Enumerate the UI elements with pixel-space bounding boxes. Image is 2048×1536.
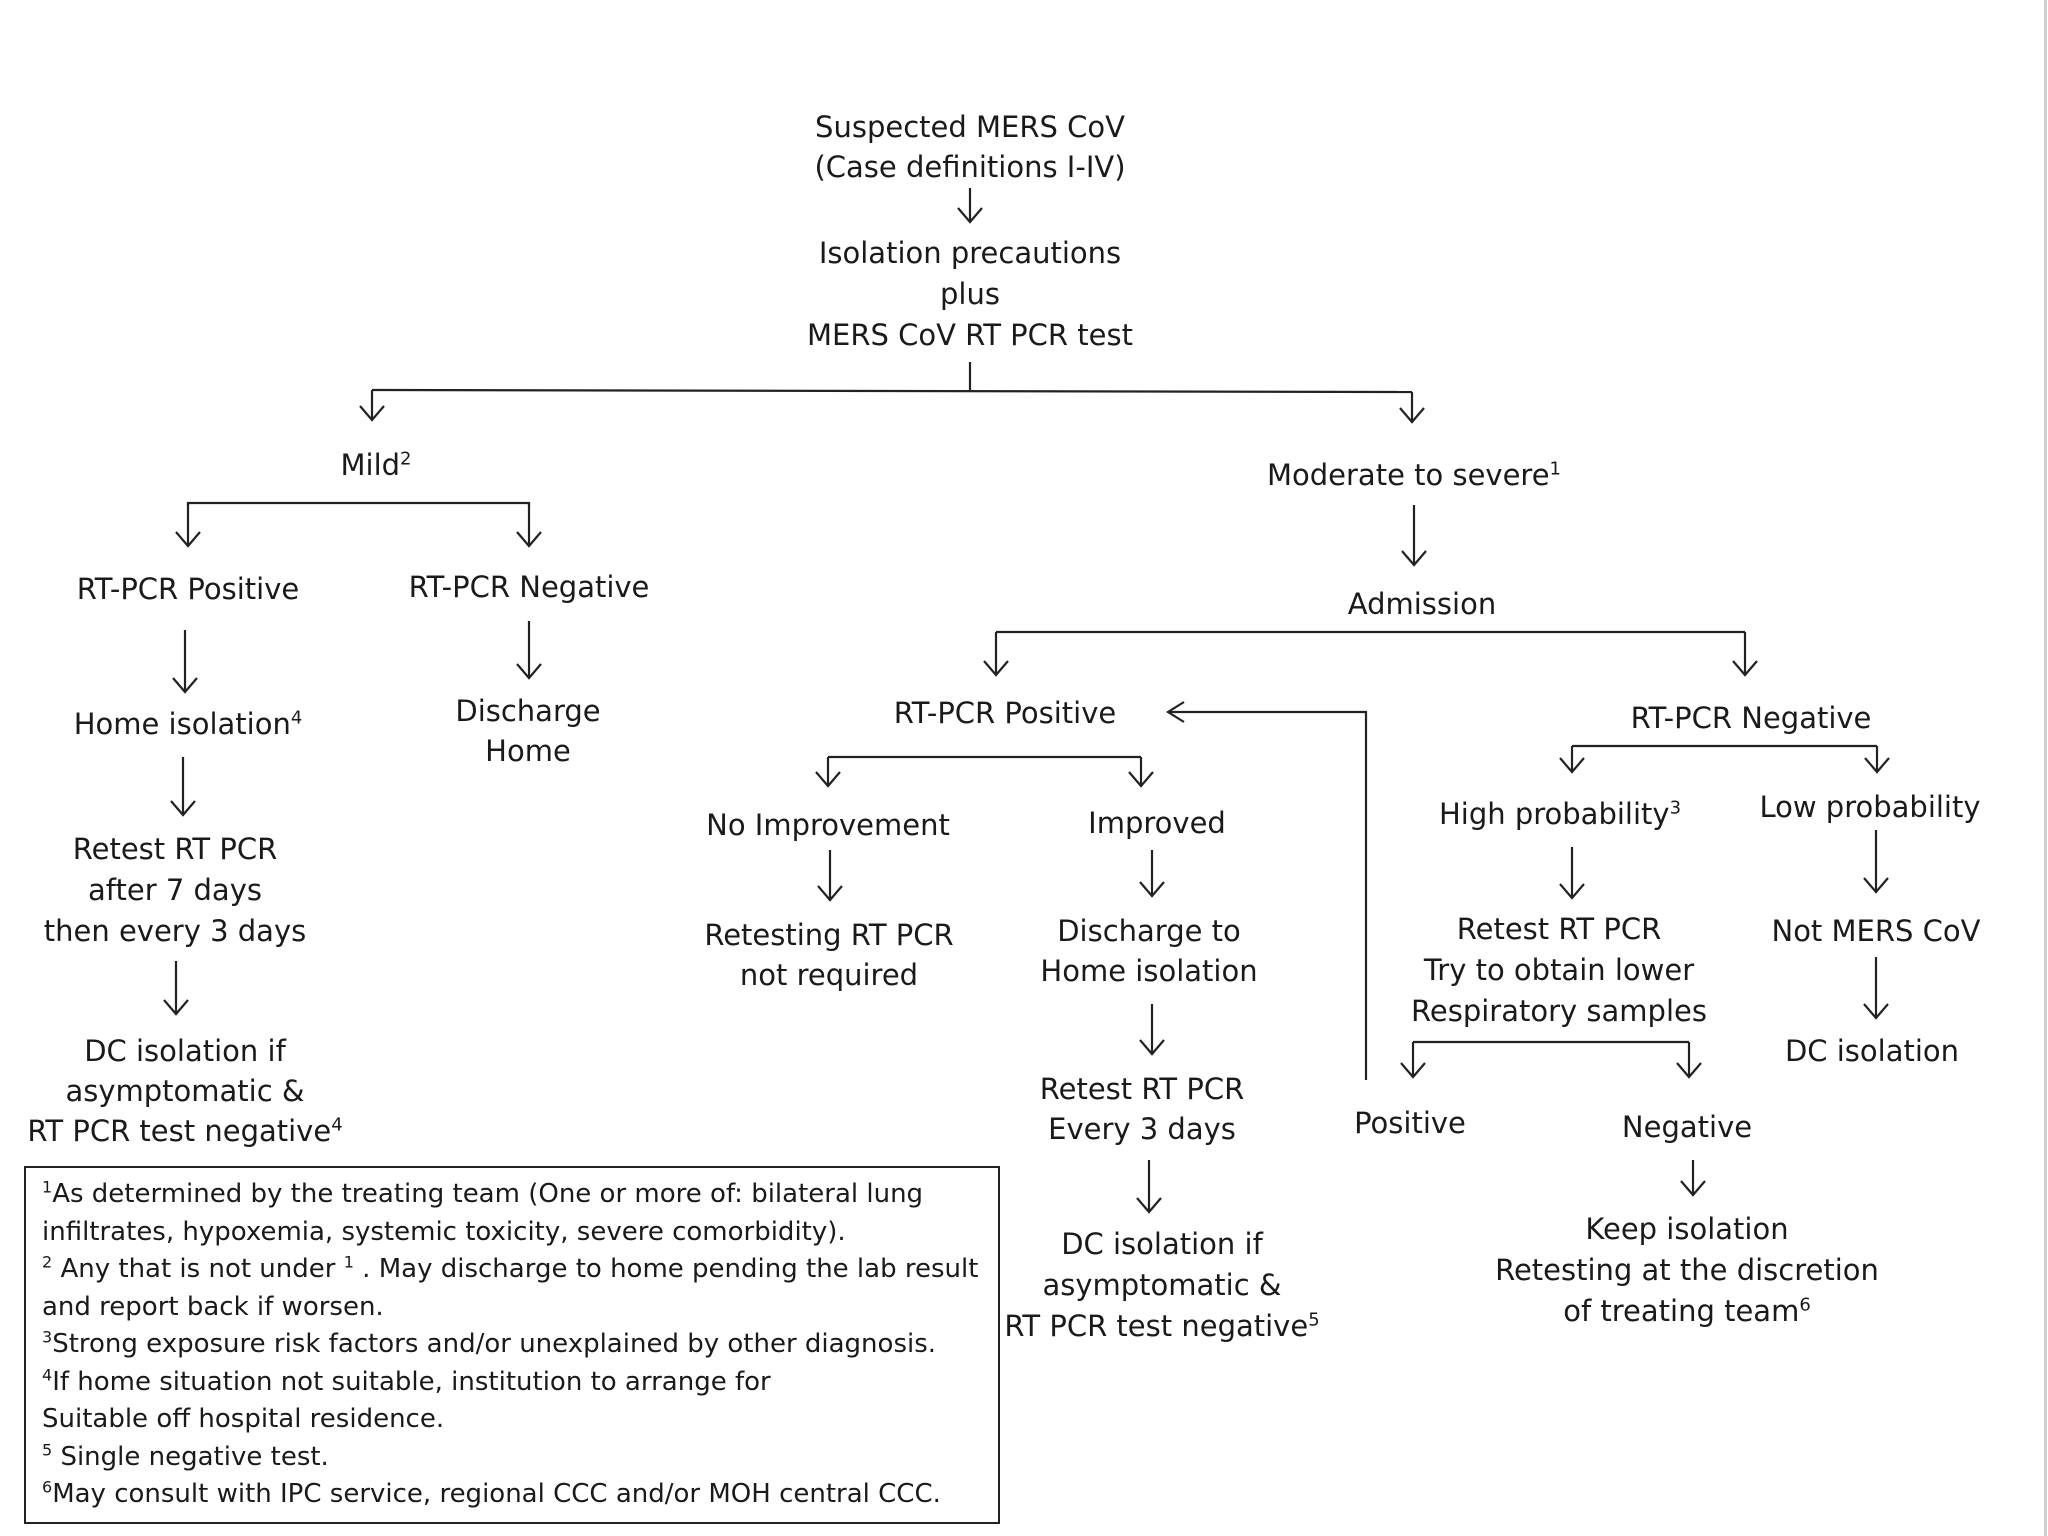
node-positive: Positive [1354,1106,1466,1140]
page-edge-line [2044,0,2047,1536]
footnote-4-cont: Suitable off hospital residence. [42,1404,445,1434]
node-retest-7-days: Retest RT PCR after 7 days then every 3 … [43,832,307,948]
node-left-dc-isolation: DC isolation if asymptomatic & RT PCR te… [27,1034,343,1148]
arrow-to-r-neg [1732,660,1758,677]
footnote-5: 5 Single negative test. [42,1439,329,1472]
node-right-rt-pcr-negative: RT-PCR Negative [1630,701,1872,735]
node-low-probability: Low probability [1759,790,1981,824]
arrow-to-negative [1676,1062,1702,1079]
node-no-improvement: No Improvement [706,808,950,842]
node-admission: Admission [1347,587,1497,621]
footnote-2-cont: and report back if worsen. [42,1291,384,1322]
arrow-to-l-neg [516,531,542,548]
node-left-rt-pcr-negative: RT-PCR Negative [408,570,650,604]
footnote-6: 6May consult with IPC service, regional … [42,1477,941,1509]
node-home-isolation: Home isolation4 [73,707,303,741]
arrow-to-low-prob [1864,757,1890,774]
node-retest-every-3-days: Retest RT PCR Every 3 days [1039,1072,1245,1146]
footnote-2: 2 Any that is not under 1 . May discharg… [42,1252,979,1284]
node-left-rt-pcr-positive: RT-PCR Positive [76,572,300,606]
footnotes-box: 1As determined by the treating team (One… [24,1166,1000,1524]
footnote-4: 4If home situation not suitable, institu… [42,1364,771,1397]
arrow-to-retest-every3 [1139,1039,1165,1056]
arrow-to-r-dc [1136,1197,1162,1214]
node-right-dc-isolation: DC isolation if asymptomatic & RT PCR te… [1004,1227,1320,1343]
arrow-to-r-pos [983,660,1009,677]
arrow-to-mild [359,405,385,422]
node-suspected-mers: Suspected MERS CoV (Case definitions I-I… [814,110,1126,184]
node-retesting-not-required: Retesting RT PCR not required [704,918,954,992]
arrow-to-l-dc [163,999,189,1016]
node-mild: Mild2 [340,448,412,482]
footnote-3: 3Strong exposure risk factors and/or une… [42,1327,937,1359]
footnote-1: 1As determined by the treating team (One… [42,1177,924,1209]
arrow-to-not-mers [1863,877,1889,894]
node-dc-isolation: DC isolation [1784,1034,1960,1068]
arrow-to-discharge-home-iso [1139,881,1165,898]
node-not-mers-cov: Not MERS CoV [1771,914,1981,948]
arrow-to-retest [170,800,196,817]
node-high-probability: High probability3 [1438,797,1682,831]
arrow-to-high-prob [1559,757,1585,774]
arrow-to-discharge [516,663,542,680]
node-moderate-to-severe: Moderate to severe1 [1266,458,1561,492]
node-discharge-home: Discharge Home [455,694,601,768]
node-discharge-to-home-isolation: Discharge to Home isolation [1040,914,1258,988]
node-keep-isolation: Keep isolation Retesting at the discreti… [1495,1212,1879,1328]
node-negative: Negative [1621,1110,1753,1144]
arrow-to-keep-iso [1680,1180,1706,1197]
arrow-to-retest-lower [1559,883,1585,900]
arrow-to-dc-isolation [1863,1003,1889,1020]
loopback-arrowhead [1165,701,1185,723]
arrow-to-improved [1128,771,1154,788]
arrow-to-positive [1400,1062,1426,1079]
arrow-to-moderate [1399,407,1425,424]
footnote-1-cont: infiltrates, hypoxemia, systemic toxicit… [42,1216,846,1247]
arrow-to-l-pos [175,531,201,548]
arrow-to-retesting-not-required [817,885,843,902]
node-right-rt-pcr-positive: RT-PCR Positive [893,696,1117,730]
node-isolation-precautions: Isolation precautions plus MERS CoV RT P… [807,236,1133,352]
arrow-to-no-improvement [815,771,841,788]
node-retest-lower-samples: Retest RT PCR Try to obtain lower Respir… [1411,912,1707,1028]
node-improved: Improved [1088,806,1226,840]
loopback-line [1168,710,1368,1080]
arrow-to-admission [1401,550,1427,567]
arrow-to-home-iso [172,677,198,694]
